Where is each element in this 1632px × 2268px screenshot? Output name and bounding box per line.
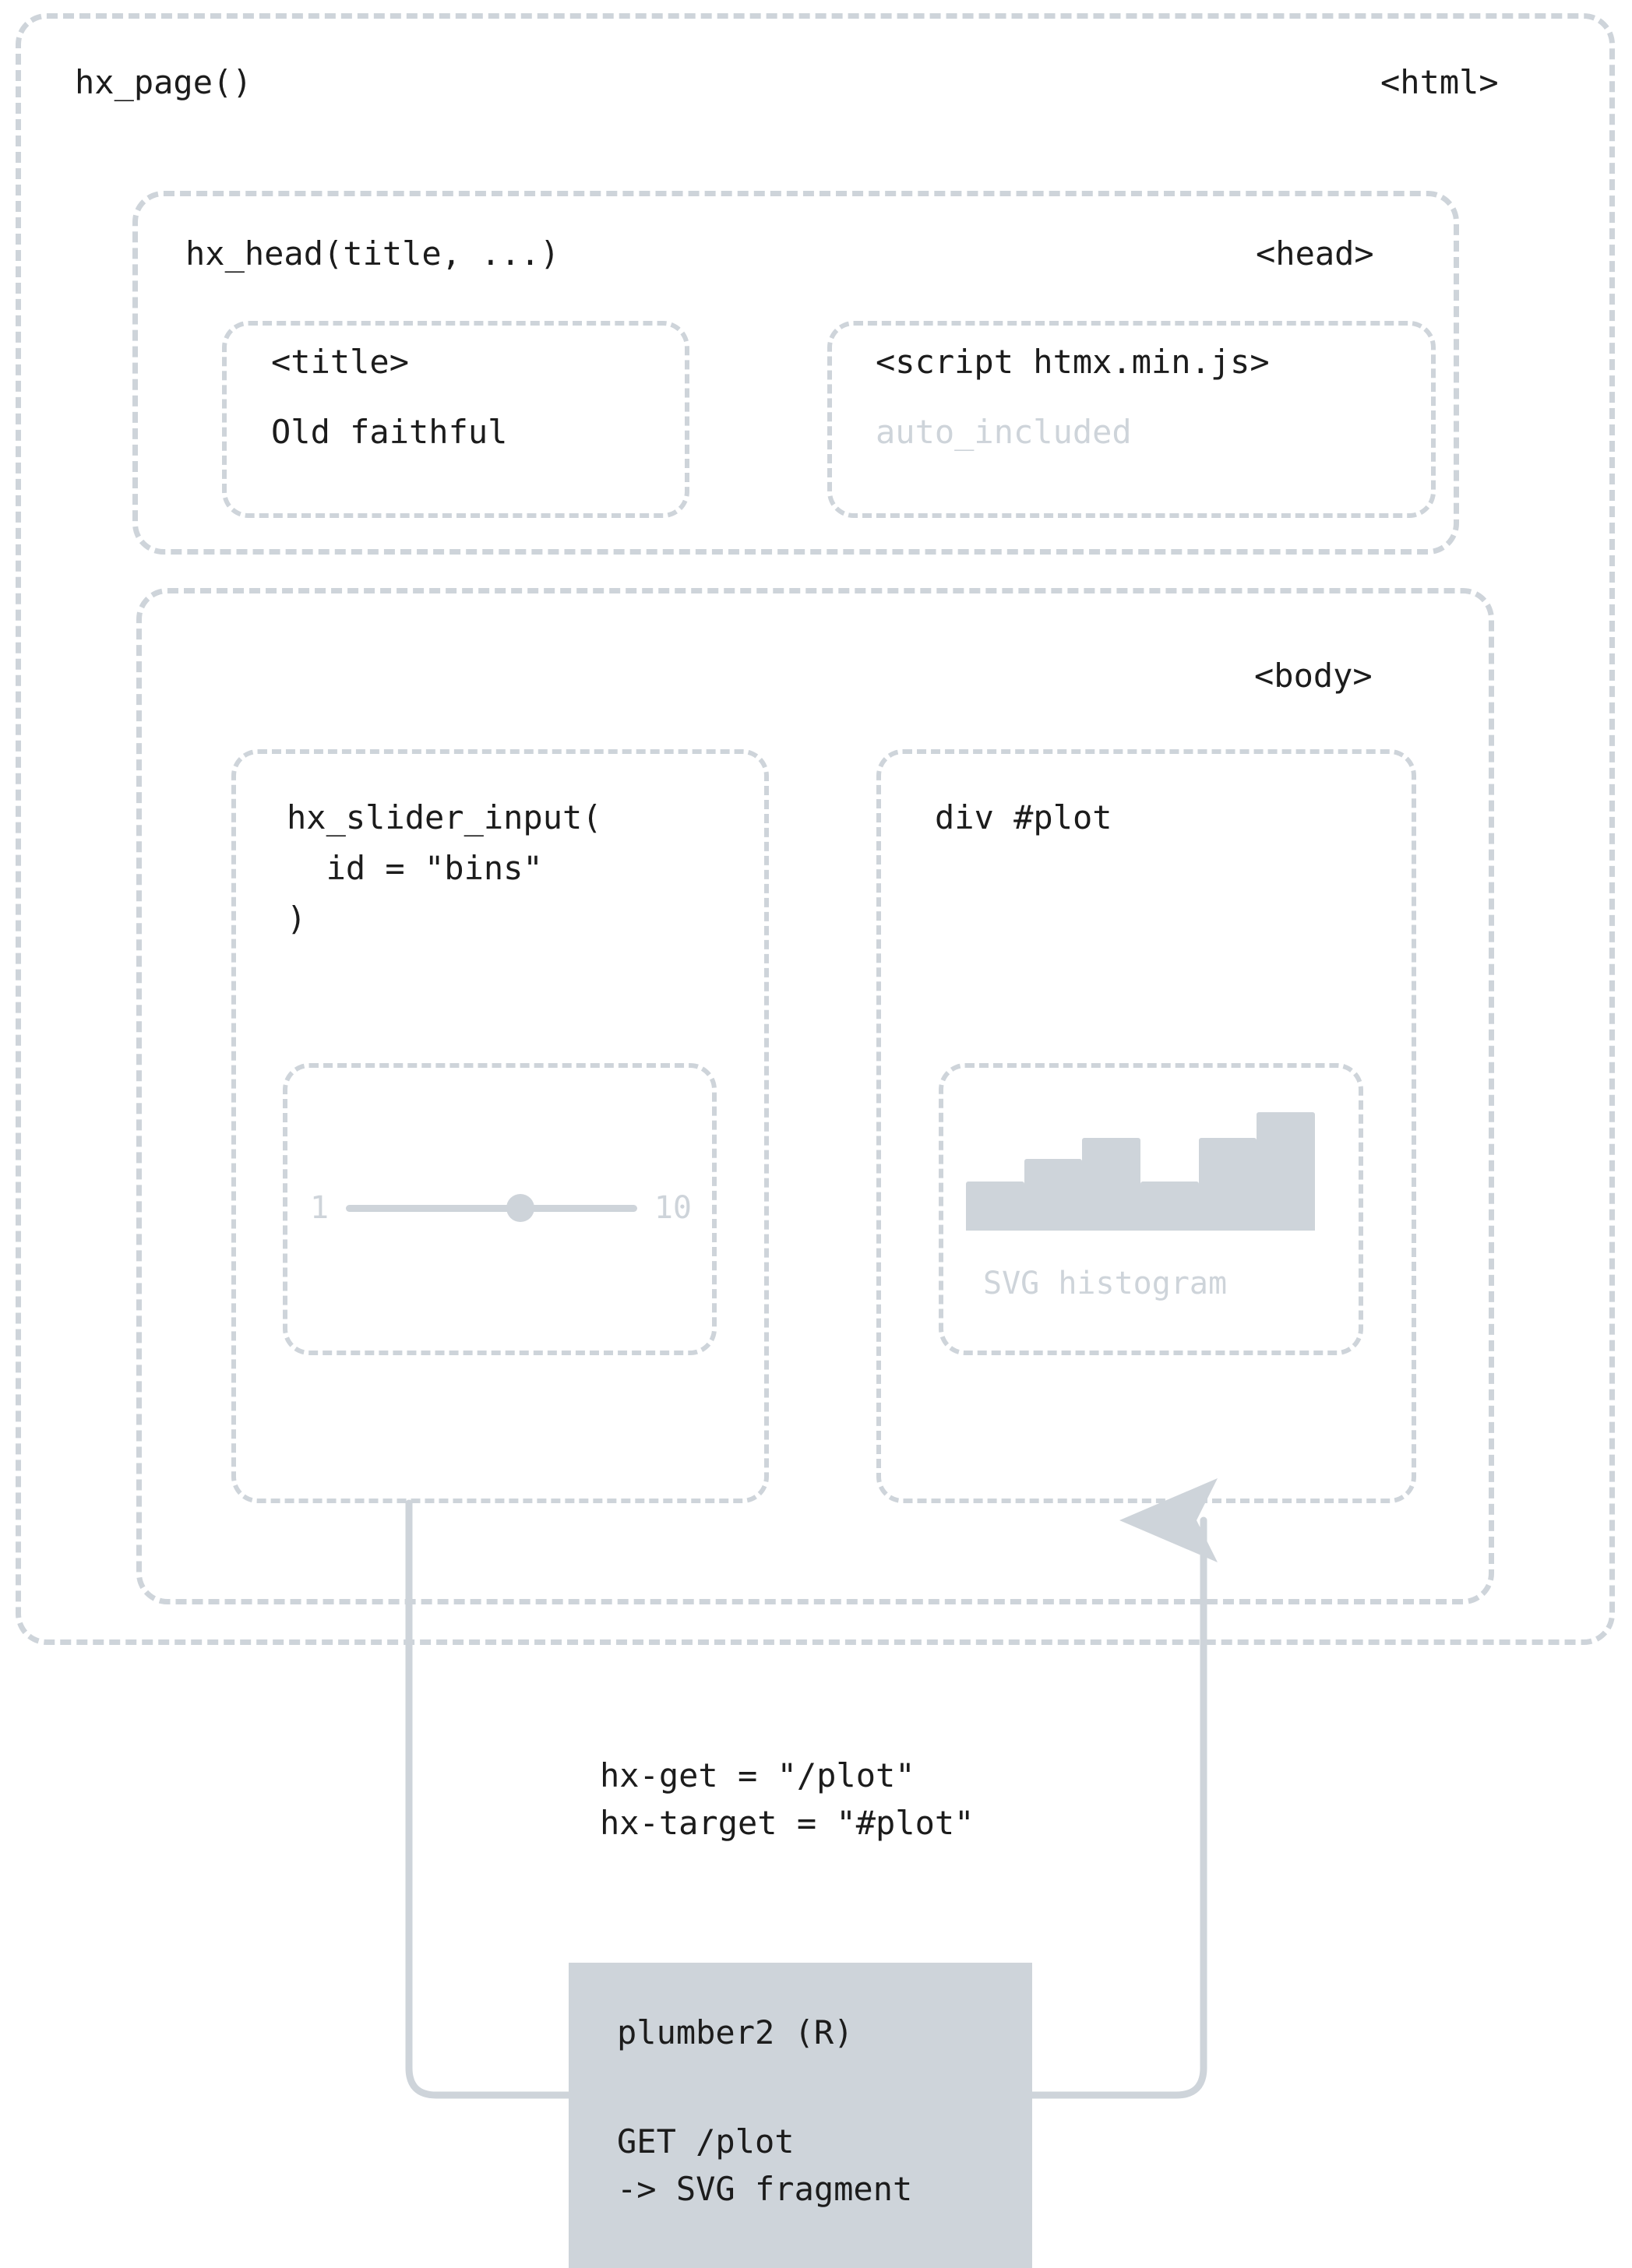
hist-bar [966, 1182, 1024, 1231]
head-tag-label: <head> [1256, 234, 1374, 273]
hist-bar [1257, 1112, 1316, 1231]
plumber2-title: plumber2 (R) [617, 2013, 854, 2051]
script-auto-included-label: auto_included [876, 413, 1132, 451]
hist-bar [1140, 1182, 1199, 1231]
plumber2-service-box: plumber2 (R) GET /plot -> SVG fragment [569, 1963, 1032, 2268]
script-tag-label: <script htmx.min.js> [876, 343, 1270, 381]
hist-bar [1024, 1158, 1083, 1231]
hx-slider-input-signature-line2: id = "bins" [287, 849, 543, 887]
slider-track[interactable] [346, 1194, 637, 1222]
svg-histogram [966, 1102, 1317, 1231]
hx-get-label: hx-get = "/plot" [600, 1756, 915, 1794]
slider-max-label: 10 [654, 1190, 692, 1226]
hx-head-container [132, 191, 1459, 555]
plot-widget-frame [939, 1063, 1363, 1355]
div-plot-label: div #plot [935, 798, 1112, 836]
plumber2-route: GET /plot [617, 2122, 795, 2161]
body-tag-label: <body> [1254, 657, 1373, 695]
hx-head-label: hx_head(title, ...) [185, 234, 560, 273]
hx-page-label: hx_page() [75, 63, 252, 101]
html-tag-label: <html> [1380, 63, 1499, 101]
slider-thumb[interactable] [506, 1194, 535, 1222]
svg-histogram-caption: SVG histogram [983, 1266, 1228, 1301]
hx-slider-input-signature-line3: ) [287, 900, 307, 938]
hx-page-container [16, 13, 1615, 1645]
title-tag-label: <title> [271, 343, 410, 381]
hx-target-label: hx-target = "#plot" [600, 1804, 975, 1842]
slider-min-label: 1 [310, 1190, 330, 1226]
plumber2-response: -> SVG fragment [617, 2170, 913, 2208]
hx-slider-input-signature-line1: hx_slider_input( [287, 798, 602, 836]
slider-widget-frame [283, 1063, 717, 1355]
hist-bar [1198, 1138, 1257, 1231]
body-container [136, 588, 1494, 1604]
title-value-label: Old faithful [271, 413, 508, 451]
script-node [827, 321, 1436, 518]
title-node [222, 321, 689, 518]
hist-bar [1082, 1138, 1141, 1231]
bins-slider[interactable]: 1 10 [310, 1184, 692, 1232]
